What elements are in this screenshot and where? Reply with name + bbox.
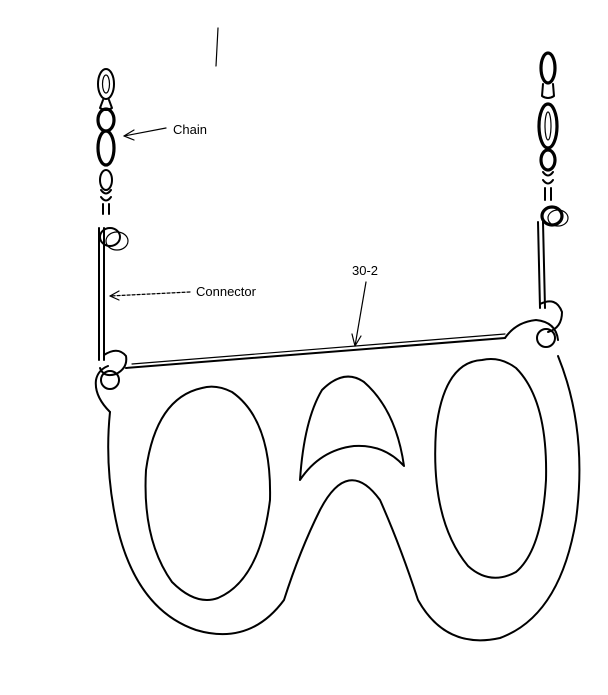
left-connector <box>98 227 128 377</box>
part-number-leader-line <box>354 281 367 347</box>
left-chain-link-4 <box>99 169 113 191</box>
right-chain-link-2 <box>537 102 559 150</box>
chain-arrowhead <box>123 129 135 141</box>
connector-arrowhead <box>109 290 120 301</box>
connector-leader-line <box>109 291 191 297</box>
trapeze-handle-outline <box>107 355 581 642</box>
chain-label: Chain <box>173 122 207 137</box>
left-chain-link-2 <box>96 107 116 133</box>
left-chain <box>96 68 129 251</box>
right-connector <box>537 221 563 333</box>
spreader-bar-top-edge <box>94 365 111 413</box>
right-chain-swivel-1 <box>541 83 555 99</box>
nose-bridge-opening <box>299 375 405 481</box>
right-chain-link-1 <box>539 51 557 85</box>
left-lens-opening <box>144 385 272 601</box>
part-number-label: 30-2 <box>352 263 378 278</box>
right-lens-opening <box>434 358 548 579</box>
left-plate-eyelet <box>100 370 120 390</box>
connector-label: Connector <box>196 284 257 299</box>
right-connector-bottom-hook <box>539 300 563 333</box>
right-chain <box>537 51 569 227</box>
left-connector-bottom-hook <box>99 349 128 377</box>
left-chain-link-3 <box>96 129 116 167</box>
left-chain-link-1 <box>97 68 115 100</box>
left-chain-swivel-2 <box>100 189 112 215</box>
spreader-bar <box>125 337 506 369</box>
chain-leader-line <box>123 127 167 137</box>
right-plate-eyelet <box>536 328 556 348</box>
right-plate-corner <box>504 319 559 341</box>
stray-mark <box>215 27 219 67</box>
part-number-arrowhead <box>351 333 362 347</box>
right-chain-link-3 <box>539 148 557 172</box>
right-chain-swivel-2 <box>542 171 554 201</box>
